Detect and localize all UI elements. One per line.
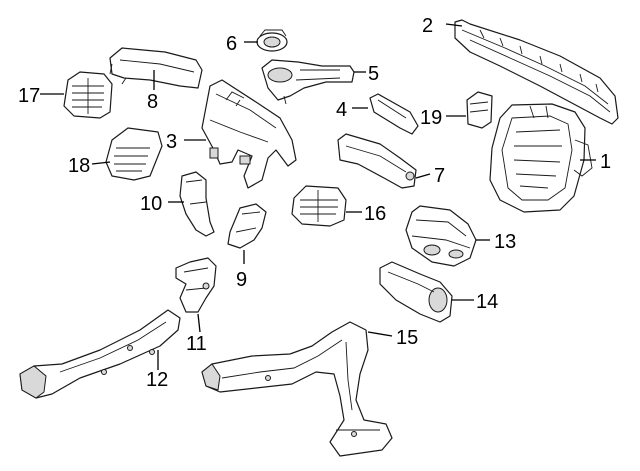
part-16-vent-register — [291, 185, 347, 227]
part-17-vent-register — [63, 71, 113, 119]
part-1-hvac-case — [489, 103, 593, 213]
part-6-vent-bezel — [256, 29, 288, 52]
callout-numbers: 2 1 6 5 4 19 7 8 3 17 18 16 10 9 11 12 1… — [18, 15, 611, 391]
callout-11: 11 — [186, 333, 207, 355]
callout-15: 15 — [396, 327, 418, 349]
callout-4: 4 — [336, 99, 347, 121]
callout-2: 2 — [422, 15, 433, 37]
part-5-duct-adapter — [261, 59, 355, 105]
part-10-duct — [179, 171, 215, 237]
part-4-duct — [369, 93, 419, 135]
callout-9: 9 — [236, 269, 247, 291]
part-14-rear-duct — [379, 261, 453, 323]
part-11-floor-duct — [175, 257, 217, 313]
part-12-rear-floor-duct — [19, 309, 181, 399]
part-7-duct — [337, 133, 417, 189]
callout-19: 19 — [420, 107, 442, 129]
part-19-bracket — [466, 91, 493, 129]
part-9-duct — [227, 203, 267, 249]
callout-18: 18 — [68, 155, 90, 177]
callout-12: 12 — [146, 369, 168, 391]
part-18-vent-register — [105, 127, 163, 181]
part-13-console-duct — [405, 205, 477, 267]
part-8-upper-duct — [109, 47, 203, 89]
leader-lines — [40, 23, 596, 370]
callout-5: 5 — [368, 63, 379, 85]
callout-3: 3 — [166, 131, 177, 153]
callout-6: 6 — [226, 33, 237, 55]
callout-17: 17 — [18, 85, 40, 107]
callout-13: 13 — [494, 231, 516, 253]
callout-7: 7 — [434, 165, 445, 187]
callout-8: 8 — [147, 91, 158, 113]
part-3-distribution-duct — [201, 79, 297, 189]
callout-16: 16 — [364, 203, 386, 225]
part-15-rear-floor-duct — [201, 321, 393, 457]
part-2-dash-panel — [454, 19, 619, 125]
callout-1: 1 — [600, 151, 611, 173]
callout-10: 10 — [140, 193, 162, 215]
callout-14: 14 — [476, 291, 498, 313]
